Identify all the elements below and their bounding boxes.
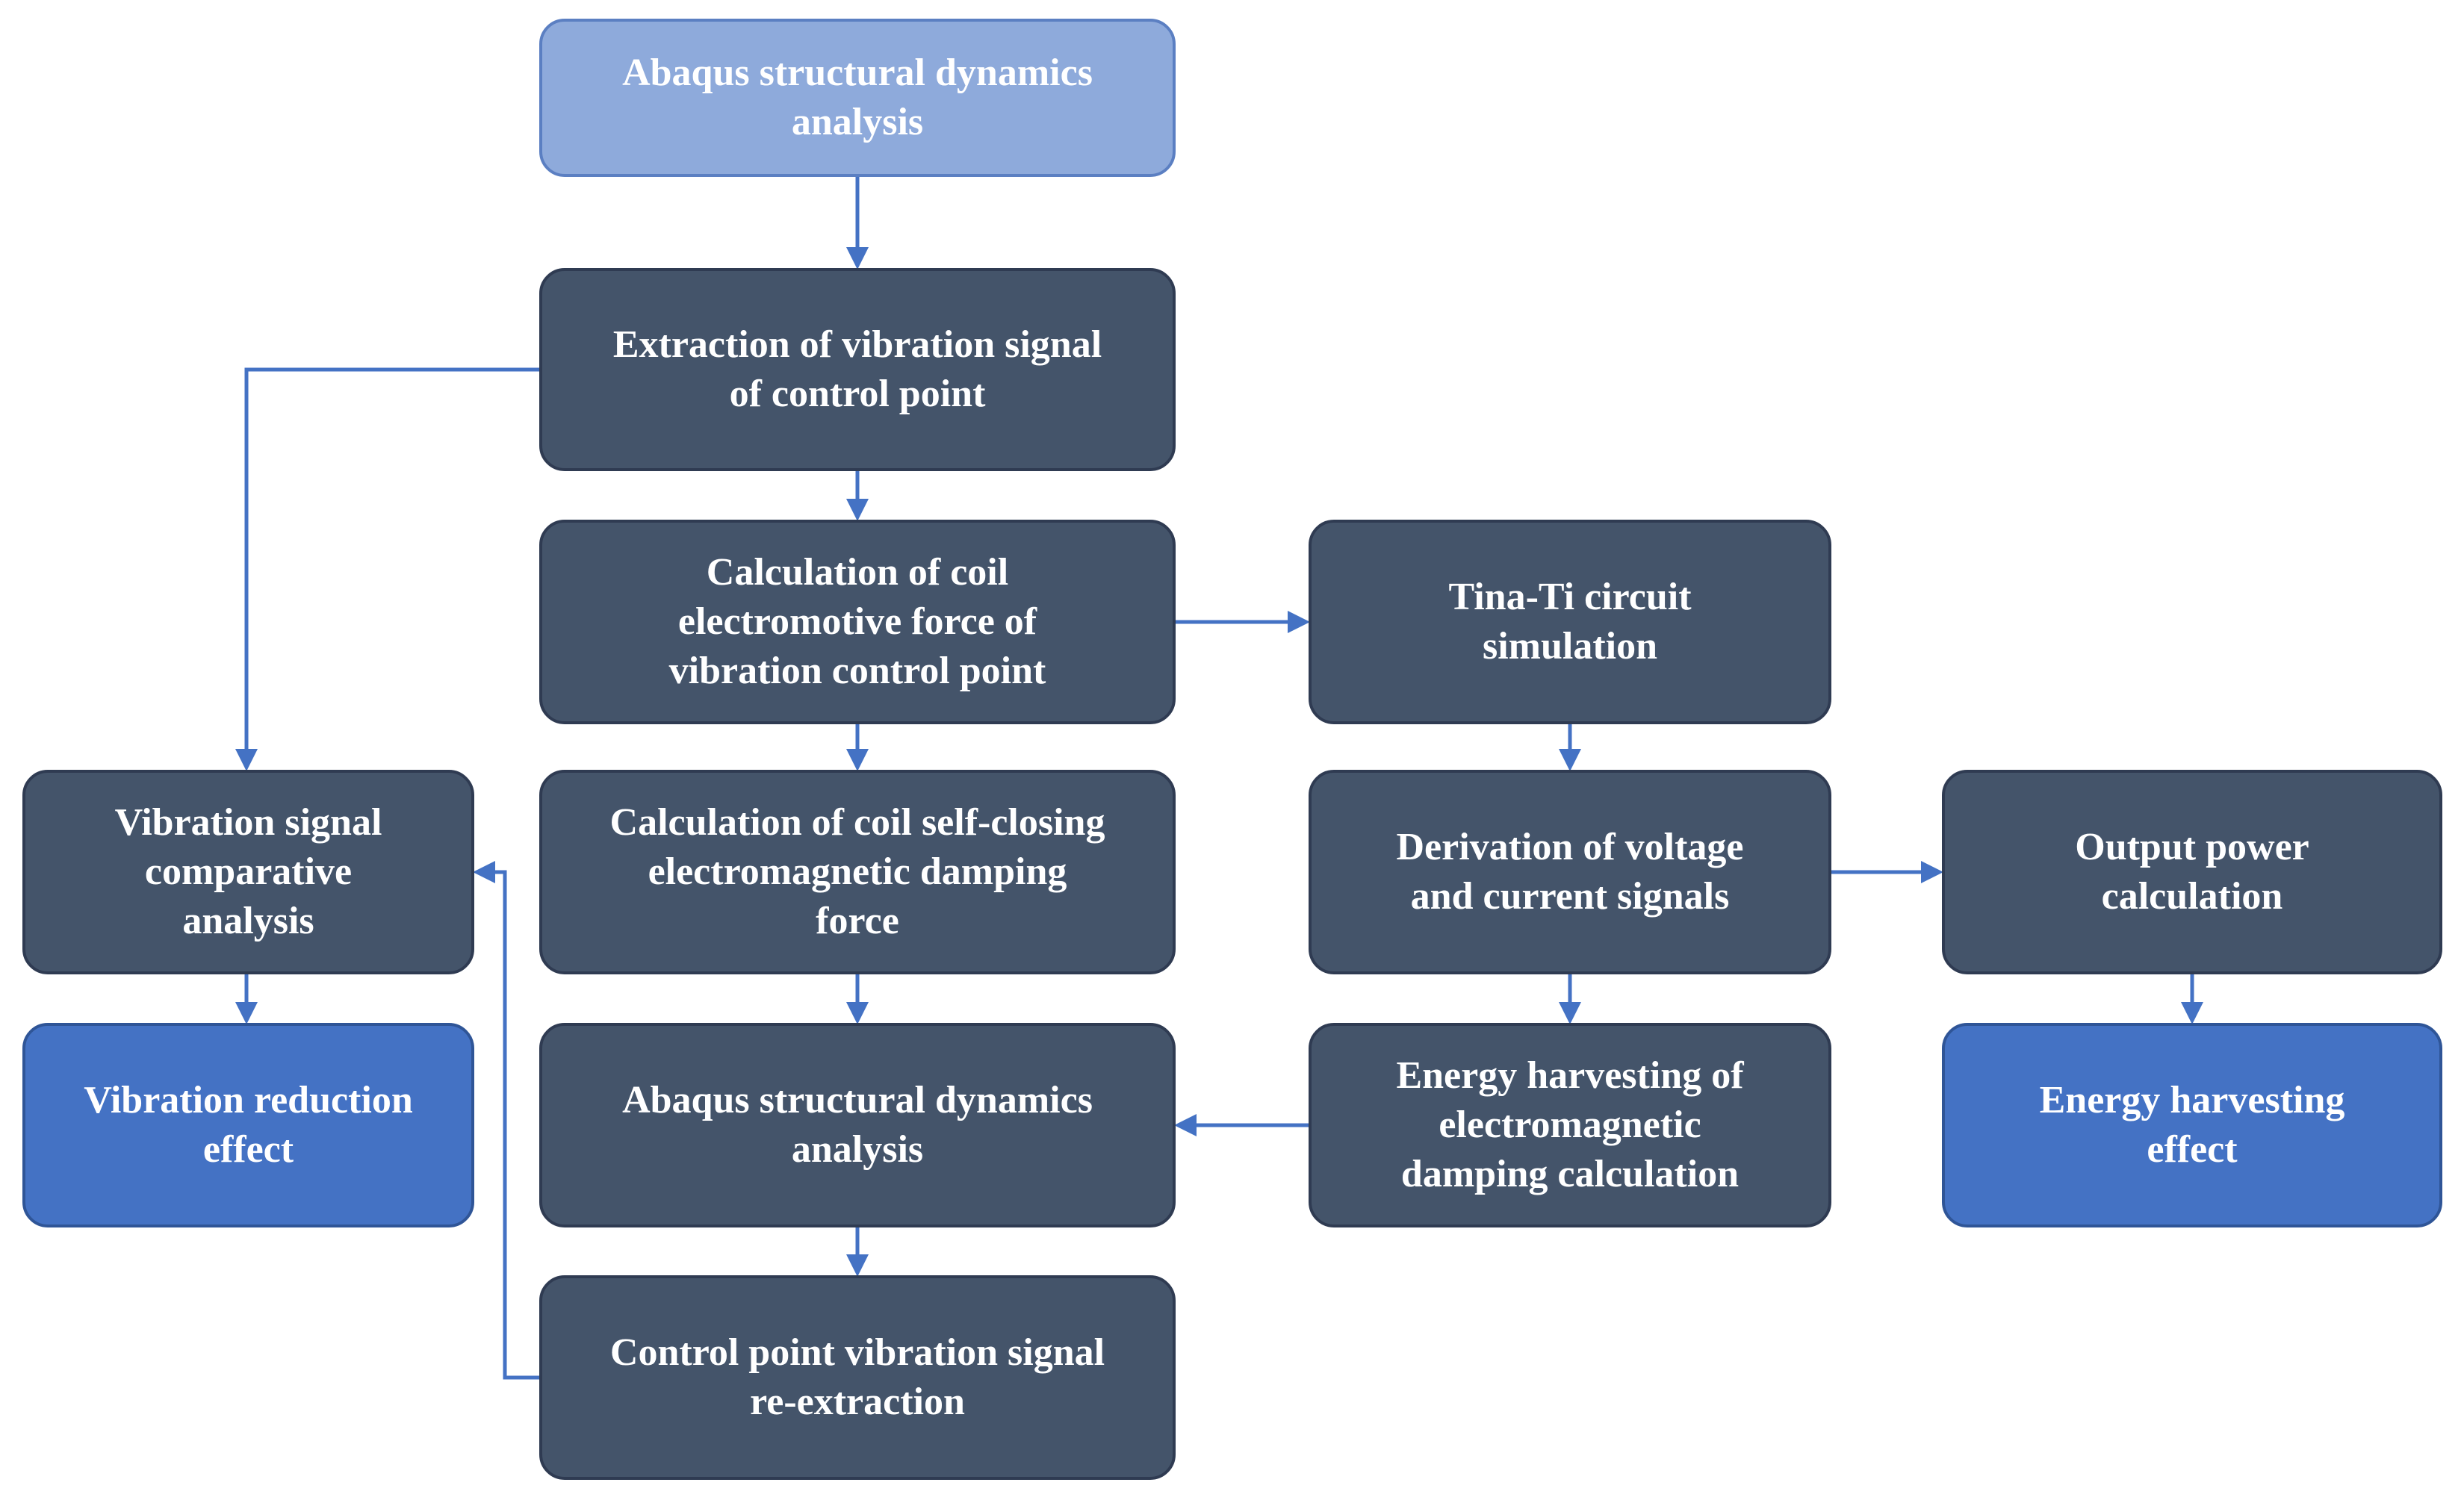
node-abaqus-analysis-second: Abaqus structural dynamics analysis xyxy=(539,1023,1176,1227)
node-vibration-reduction-effect: Vibration reduction effect xyxy=(22,1023,474,1227)
node-output-power-calculation: Output power calculation xyxy=(1942,770,2442,974)
node-energy-harvesting-effect: Energy harvesting effect xyxy=(1942,1023,2442,1227)
node-tina-ti-simulation: Tina-Ti circuit simulation xyxy=(1309,520,1831,724)
node-damping-force-calculation: Calculation of coil self-closing electro… xyxy=(539,770,1176,974)
node-control-point-reextraction: Control point vibration signal re-extrac… xyxy=(539,1275,1176,1480)
node-vibration-comparative-analysis: Vibration signal comparative analysis xyxy=(22,770,474,974)
arrow-extraction-to-comparative xyxy=(235,367,539,771)
node-voltage-current-derivation: Derivation of voltage and current signal… xyxy=(1309,770,1831,974)
node-coil-emf-calculation: Calculation of coil electromotive force … xyxy=(539,520,1176,724)
node-extraction-vibration-signal: Extraction of vibration signal of contro… xyxy=(539,268,1176,471)
arrow-reextraction-to-comparative xyxy=(473,861,539,1380)
node-energy-harvesting-damping: Energy harvesting of electromagnetic dam… xyxy=(1309,1023,1831,1227)
node-abaqus-analysis-start: Abaqus structural dynamics analysis xyxy=(539,19,1176,177)
